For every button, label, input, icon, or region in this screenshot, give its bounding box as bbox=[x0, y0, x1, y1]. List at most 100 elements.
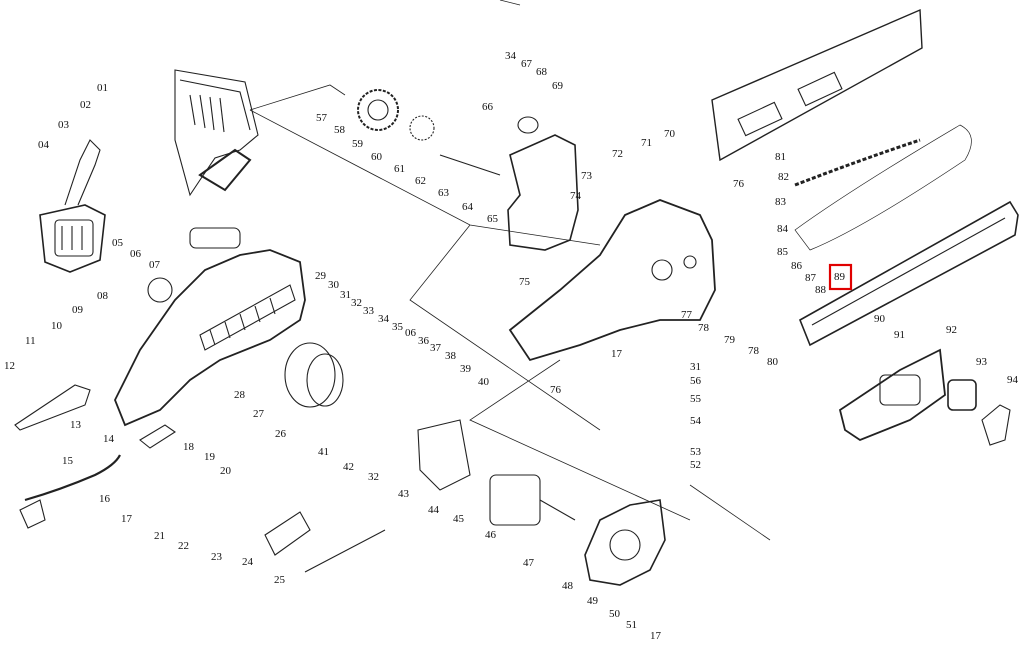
svg-text:02: 02 bbox=[80, 99, 91, 111]
svg-text:60: 60 bbox=[371, 151, 383, 163]
cable-sleeve-part bbox=[14, 384, 91, 431]
svg-text:85: 85 bbox=[777, 246, 789, 258]
svg-text:31: 31 bbox=[690, 361, 701, 373]
svg-text:30: 30 bbox=[328, 279, 340, 291]
svg-text:57: 57 bbox=[316, 112, 328, 124]
svg-text:34: 34 bbox=[505, 50, 517, 62]
svg-text:12: 12 bbox=[4, 360, 15, 372]
svg-text:56: 56 bbox=[690, 375, 702, 387]
svg-text:11: 11 bbox=[25, 335, 36, 347]
svg-text:43: 43 bbox=[398, 488, 410, 500]
svg-text:62: 62 bbox=[415, 175, 426, 187]
svg-text:27: 27 bbox=[253, 408, 265, 420]
svg-text:87: 87 bbox=[805, 272, 817, 284]
svg-text:72: 72 bbox=[612, 148, 623, 160]
svg-text:25: 25 bbox=[274, 574, 286, 586]
svg-text:51: 51 bbox=[626, 619, 637, 631]
svg-text:91: 91 bbox=[894, 329, 905, 341]
chain-part bbox=[794, 138, 921, 187]
svg-text:22: 22 bbox=[178, 540, 189, 552]
parts-drawing bbox=[14, 0, 1019, 586]
svg-text:40: 40 bbox=[478, 376, 490, 388]
svg-text:59: 59 bbox=[352, 138, 364, 150]
svg-text:80: 80 bbox=[767, 356, 779, 368]
svg-text:18: 18 bbox=[183, 441, 195, 453]
svg-text:76: 76 bbox=[733, 178, 745, 190]
svg-text:66: 66 bbox=[482, 101, 494, 113]
svg-text:74: 74 bbox=[570, 190, 582, 202]
svg-text:71: 71 bbox=[641, 137, 652, 149]
svg-text:36: 36 bbox=[418, 335, 430, 347]
svg-text:06: 06 bbox=[405, 327, 417, 339]
svg-text:32: 32 bbox=[368, 471, 379, 483]
svg-text:55: 55 bbox=[690, 393, 702, 405]
svg-text:35: 35 bbox=[392, 321, 404, 333]
bar-outline-ghost bbox=[794, 124, 972, 251]
svg-text:21: 21 bbox=[154, 530, 165, 542]
svg-text:73: 73 bbox=[581, 170, 593, 182]
svg-text:38: 38 bbox=[445, 350, 457, 362]
sprocket-housing-part bbox=[508, 199, 716, 362]
wire-part bbox=[304, 529, 386, 573]
svg-text:28: 28 bbox=[234, 389, 246, 401]
svg-text:29: 29 bbox=[315, 270, 327, 282]
label-89: 89 bbox=[834, 271, 846, 283]
svg-text:17: 17 bbox=[121, 513, 133, 525]
svg-text:26: 26 bbox=[275, 428, 287, 440]
gear-part bbox=[357, 89, 501, 176]
svg-text:54: 54 bbox=[690, 415, 702, 427]
switch-cover-part bbox=[264, 511, 311, 556]
svg-text:77: 77 bbox=[681, 309, 693, 321]
svg-text:83: 83 bbox=[775, 196, 787, 208]
svg-text:19: 19 bbox=[204, 451, 216, 463]
gear-housing-part bbox=[584, 499, 666, 586]
svg-text:05: 05 bbox=[112, 237, 124, 249]
svg-text:84: 84 bbox=[777, 223, 789, 235]
svg-text:78: 78 bbox=[748, 345, 760, 357]
svg-text:17: 17 bbox=[650, 630, 662, 642]
oil-tank-part bbox=[507, 116, 579, 251]
svg-text:69: 69 bbox=[552, 80, 564, 92]
svg-text:09: 09 bbox=[72, 304, 84, 316]
svg-text:20: 20 bbox=[220, 465, 232, 477]
svg-text:45: 45 bbox=[453, 513, 465, 525]
assembly-guide-lines bbox=[249, 0, 771, 541]
svg-text:34: 34 bbox=[378, 313, 390, 325]
bar-cover-part bbox=[711, 8, 923, 162]
svg-text:49: 49 bbox=[587, 595, 599, 607]
svg-text:32: 32 bbox=[351, 297, 362, 309]
svg-text:86: 86 bbox=[791, 260, 803, 272]
chain-guard-part bbox=[417, 419, 471, 491]
svg-text:17: 17 bbox=[611, 348, 623, 360]
svg-text:61: 61 bbox=[394, 163, 405, 175]
svg-text:16: 16 bbox=[99, 493, 111, 505]
svg-text:50: 50 bbox=[609, 608, 621, 620]
svg-text:04: 04 bbox=[38, 139, 50, 151]
svg-text:10: 10 bbox=[51, 320, 63, 332]
svg-text:81: 81 bbox=[775, 151, 786, 163]
motor-housing-part bbox=[114, 227, 306, 427]
plug-part bbox=[19, 499, 46, 529]
armature-part bbox=[489, 474, 576, 526]
top-handle-part bbox=[174, 69, 259, 197]
svg-text:68: 68 bbox=[536, 66, 548, 78]
svg-text:92: 92 bbox=[946, 324, 957, 336]
svg-text:03: 03 bbox=[58, 119, 70, 131]
highlight-box bbox=[828, 263, 853, 291]
svg-text:67: 67 bbox=[521, 58, 533, 70]
svg-text:07: 07 bbox=[149, 259, 161, 271]
guide-bar-part bbox=[798, 200, 1019, 347]
svg-text:33: 33 bbox=[363, 305, 375, 317]
svg-text:23: 23 bbox=[211, 551, 223, 563]
svg-text:47: 47 bbox=[523, 557, 535, 569]
svg-text:90: 90 bbox=[874, 313, 886, 325]
svg-text:88: 88 bbox=[815, 284, 827, 296]
svg-text:08: 08 bbox=[97, 290, 109, 302]
svg-text:75: 75 bbox=[519, 276, 531, 288]
svg-text:64: 64 bbox=[462, 201, 474, 213]
svg-text:63: 63 bbox=[438, 187, 450, 199]
svg-text:37: 37 bbox=[430, 342, 442, 354]
svg-text:06: 06 bbox=[130, 248, 142, 260]
